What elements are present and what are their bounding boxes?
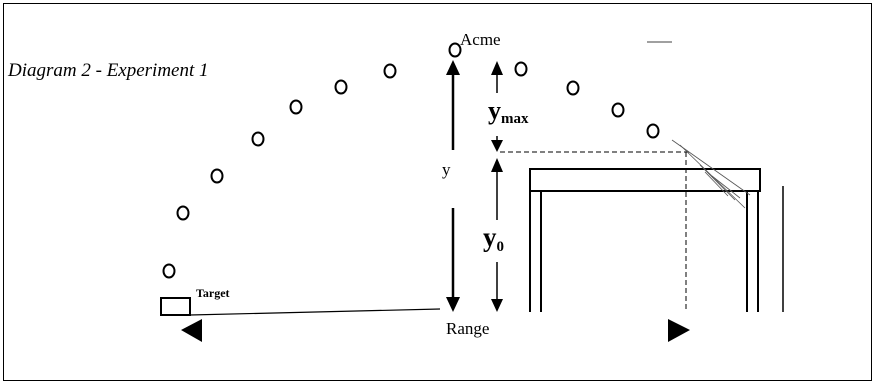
trajectory-point (514, 61, 528, 77)
table-top (529, 168, 761, 192)
diagram-title: Diagram 2 - Experiment 1 (8, 60, 209, 81)
trajectory-point (176, 205, 190, 221)
dashed-guides (500, 151, 690, 312)
y0-label: y0 (483, 222, 504, 255)
table (529, 168, 784, 312)
trajectory-right (514, 61, 660, 139)
trajectory-point (251, 131, 265, 147)
trajectory-point (448, 42, 462, 58)
ground-line (189, 308, 441, 316)
range-arrow-right (668, 319, 690, 342)
trajectory-point (646, 123, 660, 139)
range-arrow-left (181, 319, 202, 342)
ramp-sketch (671, 139, 751, 209)
range-label: Range (446, 319, 490, 338)
y-arrow (446, 60, 460, 312)
trajectory-left (162, 42, 462, 279)
trajectory-point (383, 63, 397, 79)
y-label: y (442, 160, 451, 179)
ymax-label: ymax (488, 96, 529, 127)
trajectory-point (162, 263, 176, 279)
y0-arrow (491, 158, 503, 312)
trajectory-point (566, 80, 580, 96)
acme-label: Acme (460, 30, 501, 49)
trajectory-point (334, 79, 348, 95)
target-box (160, 297, 191, 316)
trajectory-point (210, 168, 224, 184)
ymax-arrow (491, 61, 503, 152)
trajectory-point (611, 102, 625, 118)
target-label: Target (196, 286, 230, 300)
trajectory-point (289, 99, 303, 115)
diagram-frame (3, 3, 872, 381)
